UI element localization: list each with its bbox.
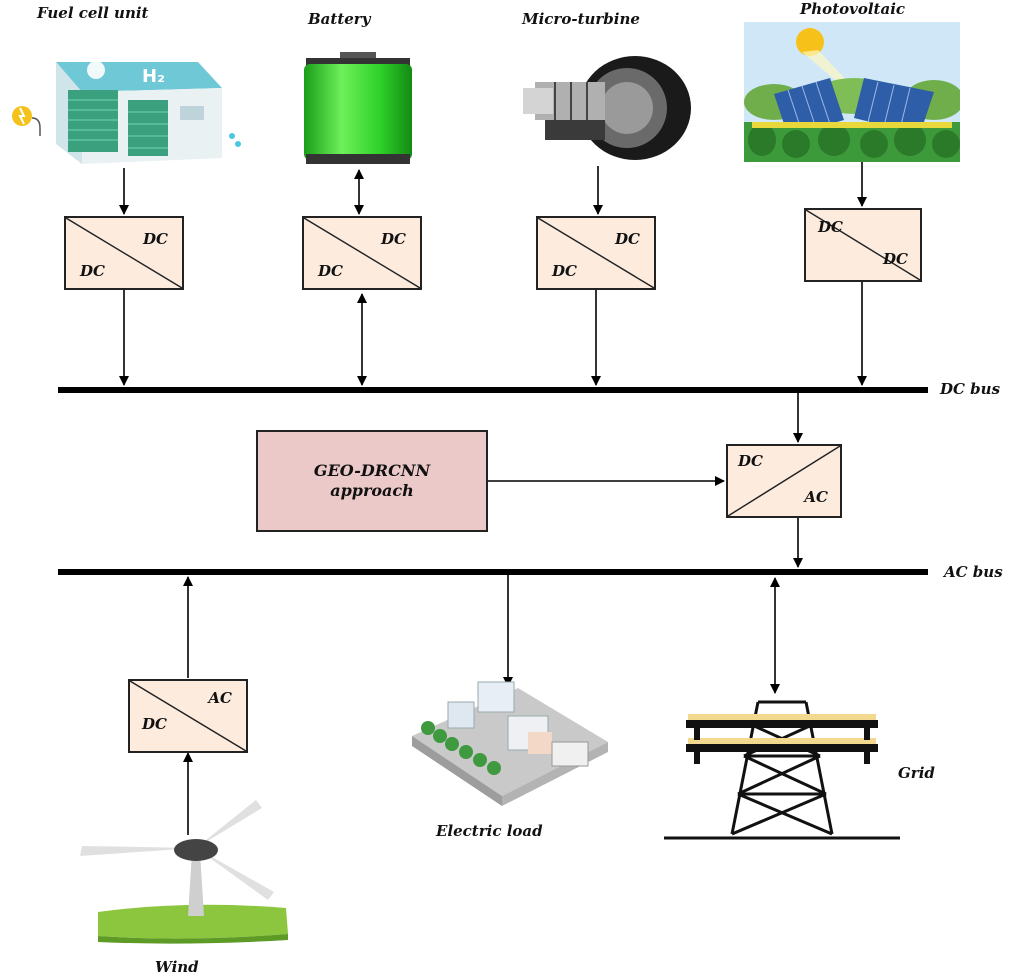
photovoltaic-dc-dc-converter: DC DC <box>804 208 922 282</box>
converter-bottom-label: DC <box>318 262 343 280</box>
fuel-cell-icon: H₂ <box>12 61 241 164</box>
converter-diagonal <box>130 681 246 751</box>
converter-bottom-label: DC <box>80 262 105 280</box>
battery-title: Battery <box>308 10 371 28</box>
grid-label: Grid <box>898 764 935 782</box>
converter-top-label: AC <box>208 689 232 707</box>
photovoltaic-title: Photovoltaic <box>800 0 906 18</box>
wind-turbine-icon <box>80 800 288 944</box>
grid-pylon-icon <box>664 700 900 840</box>
converter-top-label: DC <box>143 230 168 248</box>
micro-turbine-title: Micro-turbine <box>522 10 640 28</box>
photovoltaic-icon <box>744 22 960 162</box>
converter-diagonal <box>304 218 420 288</box>
converter-diagonal <box>66 218 182 288</box>
fuel-cell-dc-dc-converter: DC DC <box>64 216 184 290</box>
converter-diagonal <box>538 218 654 288</box>
micro-turbine-dc-dc-converter: DC DC <box>536 216 656 290</box>
controller-title: GEO-DRCNN <box>313 461 431 480</box>
converter-top-label: DC <box>381 230 406 248</box>
h2-label: H₂ <box>142 66 165 87</box>
dc-ac-inverter: DC AC <box>726 444 842 518</box>
controller-subtitle: approach <box>330 481 414 500</box>
converter-top-label: DC <box>615 230 640 248</box>
fuel-cell-title: Fuel cell unit <box>37 4 149 22</box>
converter-bottom-label: DC <box>883 250 908 268</box>
wind-ac-dc-converter: AC DC <box>128 679 248 753</box>
battery-dc-dc-converter: DC DC <box>302 216 422 290</box>
ac-bus-label: AC bus <box>944 563 1003 581</box>
dc-bus-label: DC bus <box>940 380 1001 398</box>
converter-diagonal <box>806 210 920 280</box>
wind-label: Wind <box>155 958 199 976</box>
electric-load-icon <box>412 681 608 806</box>
converter-bottom-label: DC <box>552 262 577 280</box>
micro-turbine-icon <box>523 56 691 160</box>
converter-bottom-label: AC <box>804 488 828 506</box>
converter-top-label: DC <box>738 452 763 470</box>
electric-load-label: Electric load <box>436 822 543 840</box>
battery-icon <box>304 52 412 164</box>
geo-drcnn-controller-box: GEO-DRCNN approach <box>256 430 488 532</box>
converter-diagonal <box>728 446 840 516</box>
converter-top-label: DC <box>818 218 843 236</box>
converter-bottom-label: DC <box>142 715 167 733</box>
